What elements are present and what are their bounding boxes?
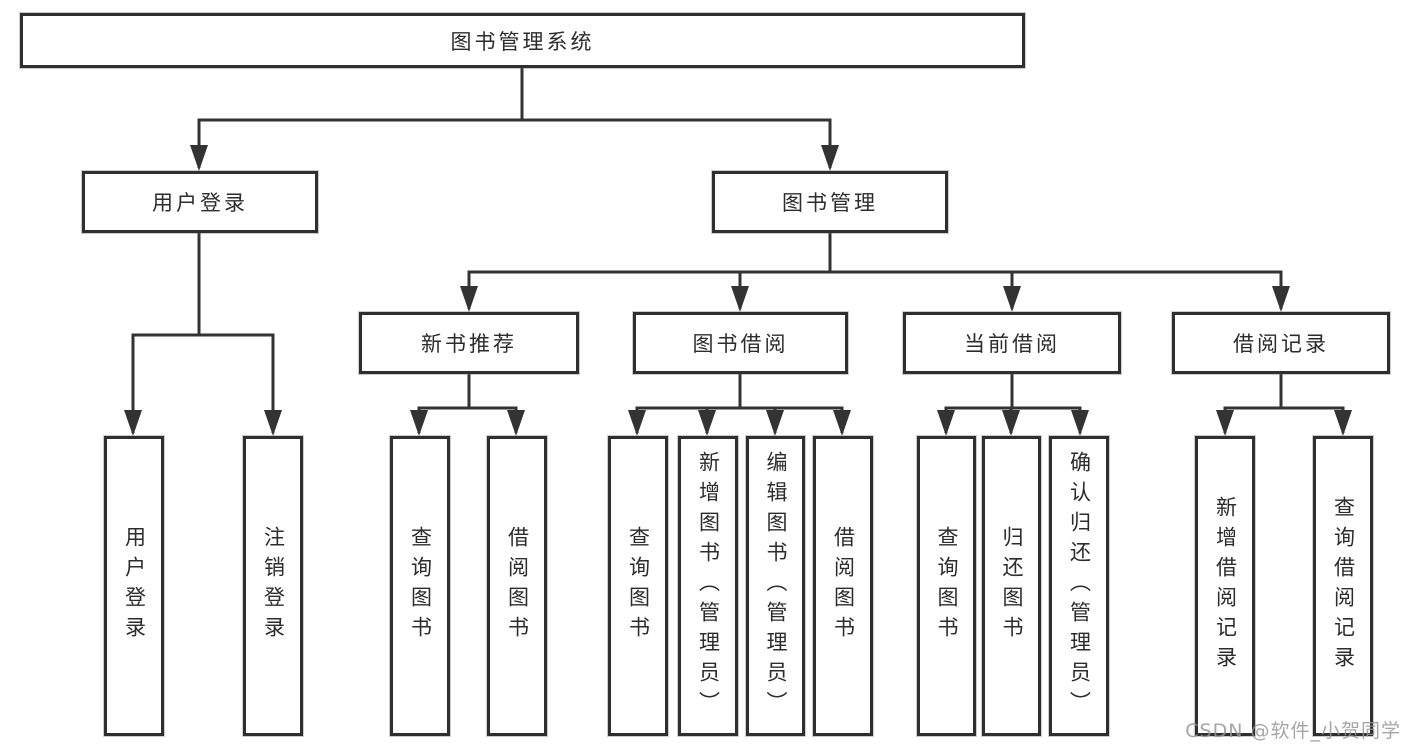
leaf-borrowing-add-books-admin-label: 新增图书（管理员） xyxy=(696,451,721,721)
leaf-recommend-query-books-label: 查询图书 xyxy=(408,526,433,646)
node-current-borrowing-label: 当前借阅 xyxy=(964,332,1060,356)
leaf-borrowing-edit-books-admin-label: 编辑图书（管理员） xyxy=(764,451,788,721)
leaf-current-return-books: 归还图书 xyxy=(982,436,1041,736)
leaf-logout: 注销登录 xyxy=(243,436,303,736)
leaf-records-add-record-label: 新增借阅记录 xyxy=(1213,496,1238,676)
leaf-user-login-label: 用户登录 xyxy=(122,526,147,646)
leaf-logout-label: 注销登录 xyxy=(261,526,286,646)
leaf-current-confirm-return-admin: 确认归还（管理员） xyxy=(1049,436,1109,736)
leaf-current-query-books-label: 查询图书 xyxy=(935,526,959,646)
node-user-login-label: 用户登录 xyxy=(152,191,248,215)
leaf-records-query-record: 查询借阅记录 xyxy=(1313,436,1373,736)
leaf-borrowing-borrow-books-label: 借阅图书 xyxy=(831,526,856,646)
leaf-borrowing-query-books: 查询图书 xyxy=(608,436,668,736)
leaf-borrowing-borrow-books: 借阅图书 xyxy=(813,436,873,736)
leaf-recommend-borrow-books-label: 借阅图书 xyxy=(505,526,530,646)
node-borrowing-records-label: 借阅记录 xyxy=(1233,332,1329,356)
node-root-label: 图书管理系统 xyxy=(450,29,595,54)
leaf-borrowing-edit-books-admin: 编辑图书（管理员） xyxy=(746,436,805,736)
leaf-current-query-books: 查询图书 xyxy=(917,436,976,736)
leaf-recommend-borrow-books: 借阅图书 xyxy=(487,436,547,736)
leaf-current-confirm-return-admin-label: 确认归还（管理员） xyxy=(1067,451,1092,721)
node-new-book-recommendation: 新书推荐 xyxy=(359,312,579,374)
node-book-borrowing-label: 图书借阅 xyxy=(692,332,789,356)
leaf-recommend-query-books: 查询图书 xyxy=(390,436,450,736)
leaf-records-add-record: 新增借阅记录 xyxy=(1195,436,1255,736)
node-borrowing-records: 借阅记录 xyxy=(1172,312,1390,374)
connector-strokes xyxy=(131,68,1345,433)
arrowheads xyxy=(124,145,1352,436)
node-book-management-label: 图书管理 xyxy=(782,191,878,215)
leaf-current-return-books-label: 归还图书 xyxy=(1000,526,1024,646)
node-root: 图书管理系统 xyxy=(20,13,1025,68)
leaf-records-query-record-label: 查询借阅记录 xyxy=(1331,496,1356,676)
leaf-borrowing-query-books-label: 查询图书 xyxy=(626,526,651,646)
watermark: CSDN @软件_小贺同学 xyxy=(1185,720,1401,742)
node-book-borrowing: 图书借阅 xyxy=(633,312,848,374)
leaf-borrowing-add-books-admin: 新增图书（管理员） xyxy=(678,436,738,736)
node-user-login: 用户登录 xyxy=(82,171,318,233)
node-book-management: 图书管理 xyxy=(712,171,948,233)
node-new-book-recommendation-label: 新书推荐 xyxy=(421,332,517,356)
node-current-borrowing: 当前借阅 xyxy=(903,312,1121,374)
leaf-user-login: 用户登录 xyxy=(104,436,164,736)
